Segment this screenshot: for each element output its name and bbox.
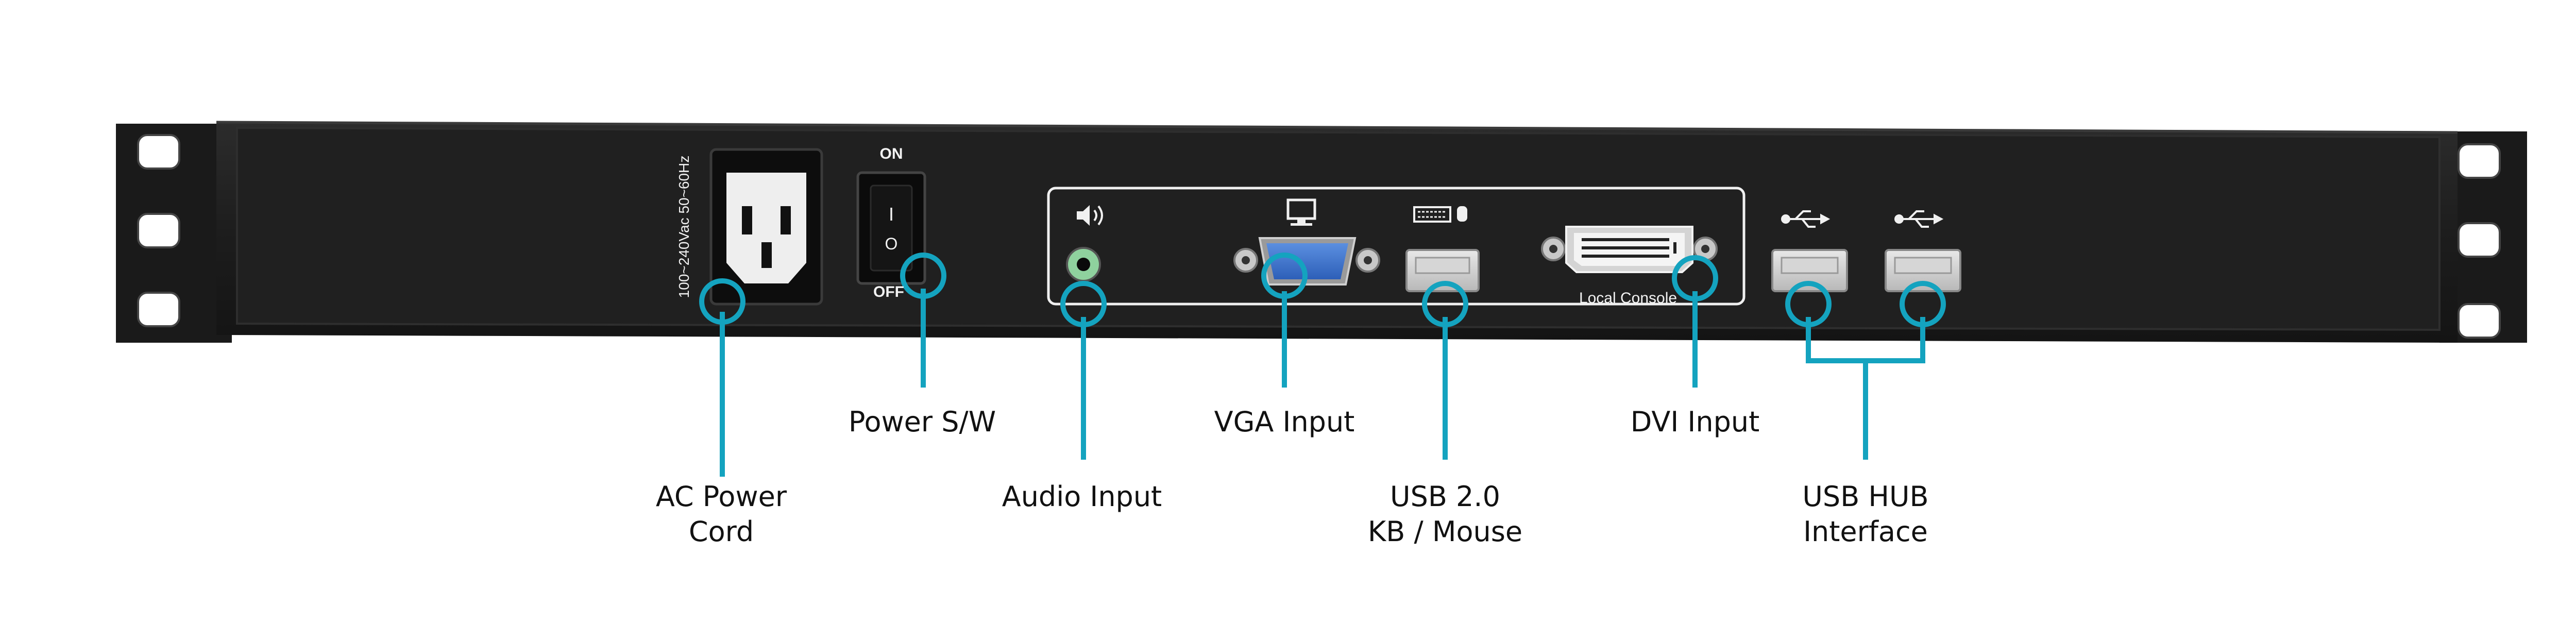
rack-hole (2458, 143, 2501, 179)
dvi-connector (1541, 226, 1718, 273)
marker-usb-hub-2 (1900, 281, 1946, 327)
voltage-rating-label: 100~240Vac 50~60Hz (676, 155, 692, 298)
switch-mark-on: I (888, 204, 894, 225)
callout-vga-input: VGA Input (1181, 405, 1387, 440)
audio-jack (1066, 247, 1101, 282)
rack-hole (2458, 222, 2501, 258)
power-switch (856, 171, 926, 285)
speaker-icon (1077, 205, 1103, 226)
rack-hole (137, 213, 180, 248)
callout-dvi-line1: DVI Input (1630, 406, 1760, 438)
local-console-frame (1047, 187, 1745, 306)
callout-usb-hub-line1: USB HUB (1802, 480, 1929, 513)
ac-power-inlet (709, 148, 823, 306)
marker-ac-power (699, 278, 745, 325)
vga-connector (1233, 237, 1380, 286)
marker-audio (1060, 281, 1107, 327)
callout-markers (699, 253, 1946, 327)
callout-usb-kb-mouse: USB 2.0 KB / Mouse (1342, 479, 1548, 549)
callout-power-switch-line1: Power S/W (848, 406, 996, 438)
switch-mark-off: O (885, 234, 898, 253)
rack-hole (137, 292, 180, 327)
callout-usb-kb-line1: USB 2.0 (1390, 480, 1500, 513)
marker-power-switch (900, 253, 946, 299)
usb-icon (1781, 210, 1831, 228)
marker-usb-kb (1422, 281, 1468, 327)
callout-vga-line1: VGA Input (1214, 406, 1355, 438)
callout-usb-hub-line2: Interface (1803, 515, 1928, 548)
usb-hub-port-1 (1771, 249, 1848, 292)
callout-audio-input: Audio Input (979, 479, 1185, 514)
switch-on-label: ON (879, 145, 903, 162)
callout-ac-power-cord: AC Power Cord (618, 479, 824, 549)
usb-port-kb-mouse (1405, 249, 1480, 292)
callout-ac-power-line2: Cord (688, 515, 754, 548)
monitor-icon (1286, 198, 1316, 226)
marker-usb-hub-1 (1785, 281, 1832, 327)
chassis (216, 121, 2458, 343)
usb-icon (1894, 210, 1944, 228)
switch-off-label: OFF (873, 283, 904, 300)
marker-vga (1261, 253, 1308, 299)
callout-usb-kb-line2: KB / Mouse (1367, 515, 1523, 548)
rack-hole (137, 134, 180, 170)
marker-dvi (1672, 255, 1718, 301)
local-console-label: Local Console (1579, 290, 1677, 307)
callout-usb-hub-interface: USB HUB Interface (1762, 479, 1969, 549)
callout-leaders (720, 289, 1925, 477)
callout-ac-power-line1: AC Power (655, 480, 787, 513)
usb-hub-port-2 (1885, 249, 1961, 292)
callout-dvi-input: DVI Input (1592, 405, 1798, 440)
rack-hole (2458, 303, 2501, 339)
right-rack-ear (2439, 131, 2527, 343)
callout-power-switch: Power S/W (819, 405, 1025, 440)
callout-audio-line1: Audio Input (1002, 480, 1162, 513)
left-rack-ear (116, 124, 232, 343)
keyboard-mouse-icon (1413, 206, 1467, 223)
